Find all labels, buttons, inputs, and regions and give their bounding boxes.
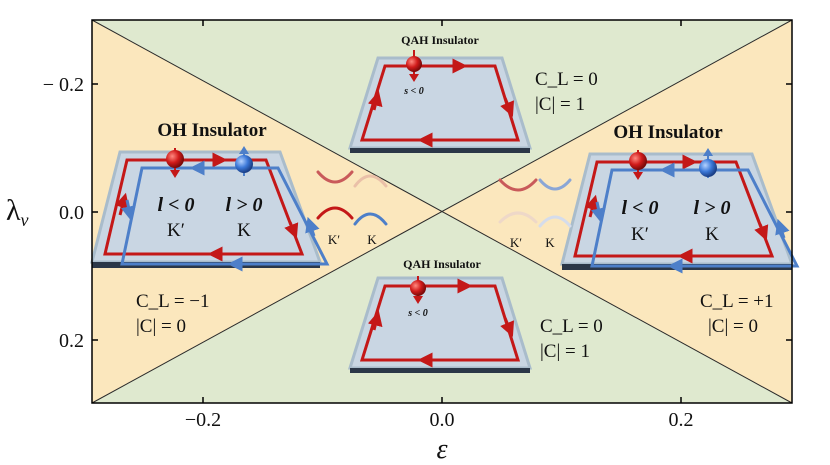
x-tick-label: 0.0 [430, 409, 455, 431]
y-axis [92, 83, 792, 341]
electron-icon [629, 152, 647, 170]
left-c-label: |C| = 0 [136, 316, 186, 337]
electron-icon [166, 150, 184, 168]
left-valley-neg-label: K′ [167, 220, 185, 241]
right-band-valley-pos: K [545, 235, 555, 250]
right-cl-label: C_L = +1 [700, 291, 774, 312]
electron-icon [406, 56, 422, 72]
x-axis-title: ε [436, 434, 447, 465]
bottom-qah-plate [347, 276, 533, 373]
y-tick-label: 0.2 [59, 330, 84, 352]
right-valley-pos-label: K [705, 224, 719, 245]
left-band-sketch [316, 170, 388, 226]
y-tick-label: − 0.2 [43, 74, 84, 96]
bottom-cl-label: C_L = 0 [540, 316, 603, 337]
y-axis-subscript: v [21, 210, 29, 230]
electron-icon [235, 155, 253, 173]
bottom-spin-label: s < 0 [407, 308, 428, 319]
x-tick-label: −0.2 [185, 409, 221, 431]
right-band-sketch [498, 178, 572, 228]
x-axis [202, 20, 682, 403]
electron-icon [699, 159, 717, 177]
right-c-label: |C| = 0 [708, 316, 758, 337]
left-band-valley-pos: K [367, 232, 377, 247]
top-c-label: |C| = 1 [535, 94, 585, 115]
bottom-region-title: QAH Insulator [403, 257, 481, 271]
left-band-valley-neg: K′ [328, 232, 340, 247]
right-orb-neg-label: l < 0 [622, 197, 659, 219]
y-tick-label: 0.0 [59, 202, 84, 224]
left-oh-plate [90, 146, 330, 272]
left-cl-label: C_L = −1 [136, 291, 210, 312]
y-axis-symbol: λ [6, 194, 21, 227]
phase-boundary-2 [91, 19, 793, 404]
right-region-title: OH Insulator [613, 122, 723, 143]
right-band-valley-neg: K′ [510, 235, 522, 250]
x-tick-label: 0.2 [669, 409, 694, 431]
left-valley-pos-label: K [237, 220, 251, 241]
electron-icon [410, 280, 426, 296]
left-region-title: OH Insulator [157, 120, 267, 141]
right-orb-pos-label: l > 0 [694, 197, 731, 219]
top-region-title: QAH Insulator [401, 33, 479, 47]
top-spin-label: s < 0 [403, 86, 424, 97]
right-valley-neg-label: K′ [631, 224, 649, 245]
top-qah-plate [347, 50, 533, 153]
y-axis-title: λv [6, 194, 29, 230]
top-cl-label: C_L = 0 [535, 69, 598, 90]
left-orb-pos-label: l > 0 [226, 194, 263, 216]
bottom-c-label: |C| = 1 [540, 341, 590, 362]
left-orb-neg-label: l < 0 [158, 194, 195, 216]
